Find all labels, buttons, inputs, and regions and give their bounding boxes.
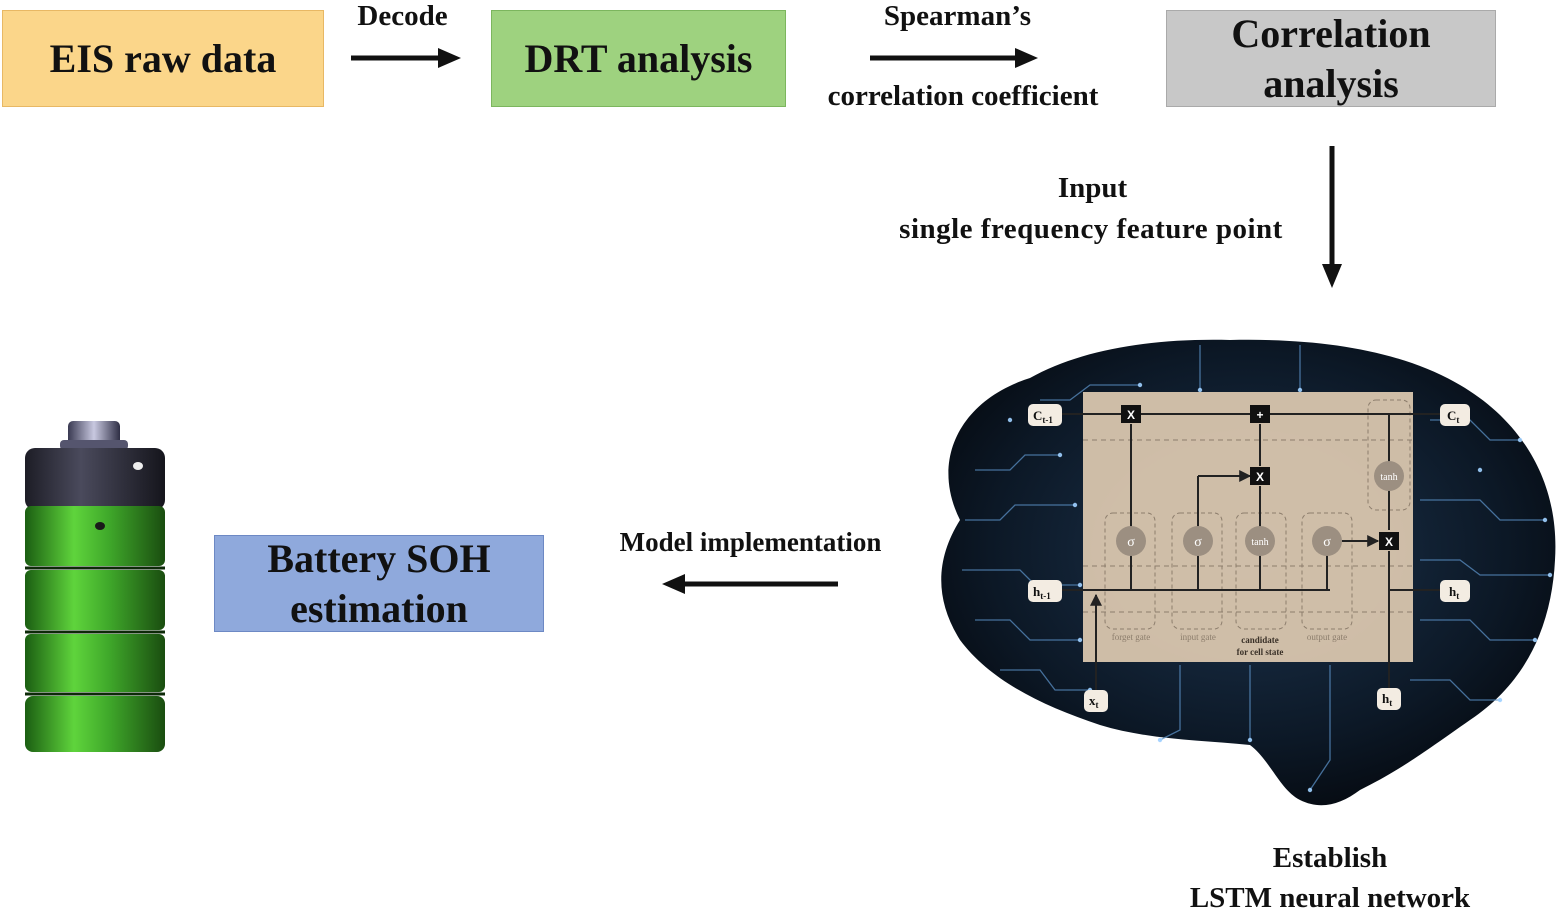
gate-nodes xyxy=(1116,461,1404,556)
establish-label: Establish xyxy=(1272,842,1388,874)
battery-top xyxy=(25,448,165,510)
c-next-tag: Ct xyxy=(1447,408,1459,425)
decode-label: Decode xyxy=(357,0,448,32)
x-input-tag: xt xyxy=(1089,693,1099,710)
circuit-traces xyxy=(962,345,1550,791)
cell-add-op: + xyxy=(1256,408,1263,422)
pointwise-ops xyxy=(1121,405,1399,550)
correlation-analysis-label-line1: Correlation xyxy=(1231,10,1431,56)
battery-terminal xyxy=(68,421,120,445)
input-gate-caption: input gate xyxy=(1180,632,1216,642)
lstm-network-label: LSTM neural network xyxy=(1189,882,1471,914)
battery-soh-label-line2: estimation xyxy=(290,585,468,631)
cell-tanh: tanh xyxy=(1380,472,1397,483)
drt-analysis-box: DRT analysis xyxy=(491,10,786,107)
h-output-tag: ht xyxy=(1382,691,1392,708)
output-multiply-op: X xyxy=(1385,535,1393,549)
candidate-caption-line1: candidate xyxy=(1241,635,1279,645)
input-label: Input xyxy=(1057,172,1128,204)
drt-analysis-label: DRT analysis xyxy=(524,35,753,81)
correlation-analysis-box: Correlation analysis xyxy=(1166,10,1496,107)
spearman-label: Spearman’s xyxy=(883,0,1032,32)
h-prev-tag: ht-1 xyxy=(1033,584,1051,601)
battery-charge-cells xyxy=(25,506,165,752)
correlation-analysis-label-line2: analysis xyxy=(1263,60,1399,106)
io-tags xyxy=(1028,404,1470,712)
correlation-coefficient-label: correlation coefficient xyxy=(827,80,1099,112)
circuit-nodes xyxy=(1007,382,1553,793)
eis-raw-data-label: EIS raw data xyxy=(49,35,277,81)
decode-arrow xyxy=(351,48,461,68)
input-multiply-op: X xyxy=(1256,470,1264,484)
single-frequency-feature-label: single frequency feature point xyxy=(899,213,1283,245)
output-gate-sigma: σ xyxy=(1323,535,1331,550)
forget-multiply-op: X xyxy=(1127,408,1135,422)
candidate-tanh: tanh xyxy=(1251,537,1268,548)
c-prev-tag: Ct-1 xyxy=(1033,408,1053,425)
spearman-arrow xyxy=(870,48,1038,68)
input-arrow xyxy=(1322,146,1342,288)
forget-gate-sigma: σ xyxy=(1127,535,1135,550)
candidate-caption-line2: for cell state xyxy=(1237,647,1284,657)
model-implementation-arrow xyxy=(662,574,838,594)
output-gate-caption: output gate xyxy=(1307,632,1347,642)
h-next-tag: ht xyxy=(1449,584,1459,601)
battery-soh-label-line1: Battery SOH xyxy=(267,535,491,581)
battery-soh-estimation-box: Battery SOH estimation xyxy=(214,535,544,632)
model-implementation-label: Model implementation xyxy=(619,527,882,557)
input-gate-sigma: σ xyxy=(1194,535,1202,550)
forget-gate-caption: forget gate xyxy=(1112,632,1151,642)
eis-raw-data-box: EIS raw data xyxy=(2,10,324,107)
lstm-cell-panel xyxy=(1083,392,1413,662)
